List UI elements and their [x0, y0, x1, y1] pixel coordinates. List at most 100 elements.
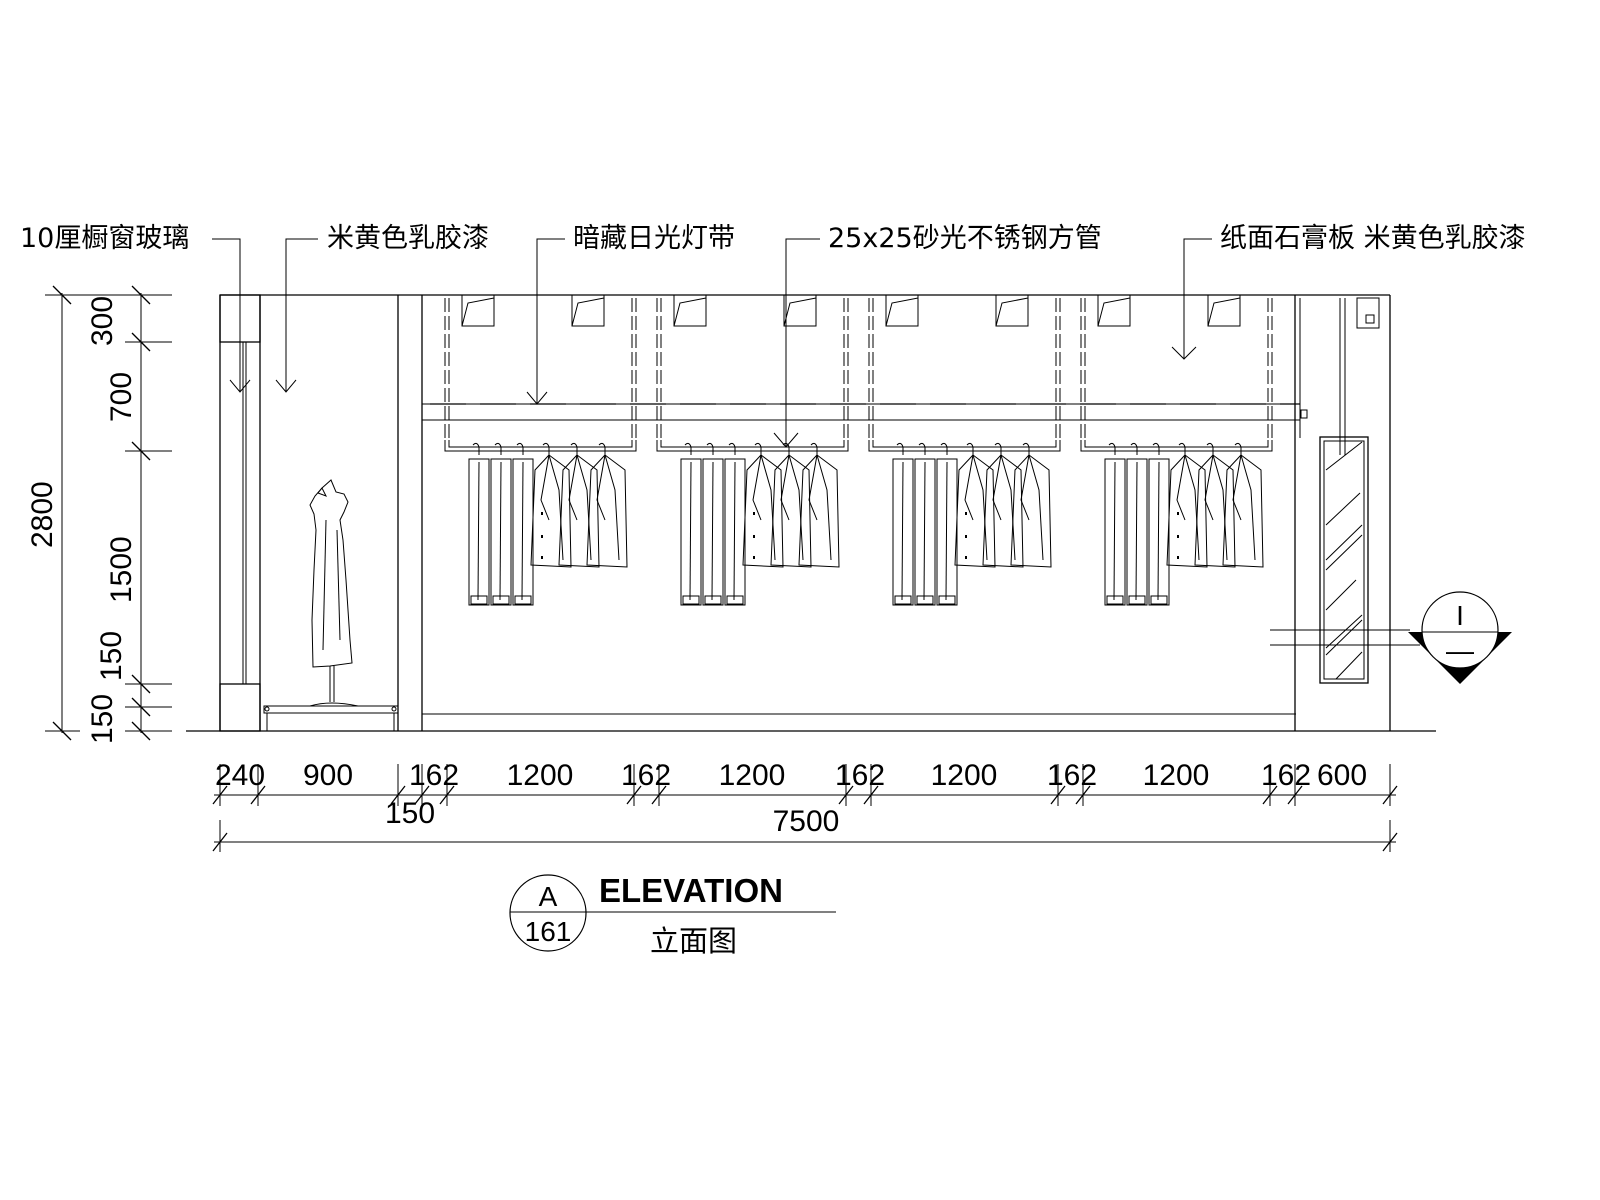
downlight-beam — [461, 297, 495, 327]
hanging-jacket — [530, 454, 572, 568]
dim-tick — [1050, 785, 1066, 805]
ceiling-downlight — [461, 294, 495, 327]
hanging-trousers — [490, 458, 512, 606]
rack-bay — [868, 294, 1061, 606]
dim-tick — [1382, 785, 1398, 805]
trousers-cuff — [916, 595, 934, 605]
dim-tick — [1262, 785, 1278, 805]
trousers-crease — [1135, 461, 1138, 601]
hanging-jacket — [982, 454, 1024, 568]
dim-tick — [626, 785, 642, 805]
hanging-rail — [868, 440, 1061, 452]
ceiling-downlight — [995, 294, 1029, 327]
trousers-cuff — [682, 595, 700, 605]
downlight-beam — [885, 297, 919, 327]
downlight-beam — [673, 297, 707, 327]
jacket-button — [753, 556, 755, 559]
jacket-button — [1177, 512, 1179, 515]
dim-tick — [439, 785, 455, 805]
hanging-trousers — [512, 458, 534, 606]
section-marker: I — — [1408, 591, 1512, 684]
dim-text-segment: 900 — [303, 759, 353, 792]
jacket-button — [965, 512, 967, 515]
mirror-reflection-lines — [1325, 441, 1363, 680]
annotation-light-strip-label: 暗藏日光灯带 — [573, 223, 735, 254]
trousers-cuff — [726, 595, 744, 605]
dim-tick — [1287, 785, 1303, 805]
hanger-hook — [966, 442, 974, 455]
dim-tick — [52, 721, 72, 741]
dim-tick — [212, 785, 228, 805]
leader-line-light-strip — [536, 238, 565, 404]
hanging-jacket — [1194, 454, 1236, 568]
leader-arrow-paint-left — [275, 379, 297, 393]
jacket-lapel — [964, 454, 988, 561]
jacket-button — [965, 535, 967, 538]
window-sill-hatch — [219, 683, 261, 732]
jacket-lapel — [568, 454, 592, 561]
dim-tick — [131, 721, 151, 741]
jacket-lapel — [540, 454, 564, 561]
hanger-hook — [1130, 442, 1138, 455]
downlight-beam — [995, 297, 1029, 327]
trousers-cuff — [514, 595, 532, 605]
trousers-crease — [499, 461, 502, 601]
hanging-trousers — [468, 458, 490, 606]
clothing-rack-group — [444, 294, 1273, 606]
dim-tick — [212, 832, 228, 852]
jacket-button — [1177, 556, 1179, 559]
ceiling-downlight — [885, 294, 919, 327]
jacket-lapel — [780, 454, 804, 561]
hanger-hook — [1178, 442, 1186, 455]
dim-tick — [414, 785, 430, 805]
hanger-hook — [706, 442, 714, 455]
hanging-trousers — [1126, 458, 1148, 606]
hanger-hook — [494, 442, 502, 455]
jacket-button — [541, 535, 543, 538]
dim-tick — [131, 285, 151, 305]
ceiling-downlight — [673, 294, 707, 327]
hanging-rail-inner — [448, 440, 633, 448]
ceiling-downlight — [571, 294, 605, 327]
hanger-hook — [542, 442, 550, 455]
leader-line-paint-left — [285, 238, 318, 392]
hanging-trousers — [724, 458, 746, 606]
trousers-crease — [689, 461, 692, 601]
ceiling-downlight — [1097, 294, 1131, 327]
dim-text-segment: 1200 — [507, 759, 574, 792]
downlight-beam — [783, 297, 817, 327]
hanger-hook — [472, 442, 480, 455]
dim-text-segment: 162 — [1261, 759, 1311, 792]
downlight-beam — [1097, 297, 1131, 327]
drawing-title: ELEVATION — [599, 872, 783, 909]
hanging-jacket — [1010, 454, 1052, 568]
hanger-hook — [598, 442, 606, 455]
drawing-bubble-sheet: 161 — [525, 916, 572, 947]
jacket-lapel — [808, 454, 832, 561]
jacket-button — [541, 512, 543, 515]
dim-text-segment: 150 — [385, 797, 435, 830]
jacket-button — [541, 556, 543, 559]
dim-text-segment: 162 — [835, 759, 885, 792]
floor-mirror-frame — [1319, 436, 1369, 684]
jacket-lapel — [1020, 454, 1044, 561]
hanging-rail — [1080, 440, 1273, 452]
hanger-hook — [570, 442, 578, 455]
floor-mirror-glass — [1323, 440, 1365, 680]
hanger-hook — [728, 442, 736, 455]
trousers-cuff — [704, 595, 722, 605]
dim-tick — [1075, 785, 1091, 805]
hanging-jacket — [1166, 454, 1208, 568]
hanger-hook — [1108, 442, 1116, 455]
jacket-button — [1177, 535, 1179, 538]
elevation-structure: I — — [186, 294, 1512, 732]
hanging-jacket — [1222, 454, 1264, 568]
trousers-crease — [1113, 461, 1116, 601]
trousers-crease — [945, 461, 948, 601]
vertical-dimension-group: 2800 300 700 1500 150 150 — [26, 285, 172, 744]
ceiling-downlight — [1207, 294, 1241, 327]
rack-bay — [444, 294, 637, 606]
annotation-paint-left-label: 米黄色乳胶漆 — [327, 223, 489, 254]
